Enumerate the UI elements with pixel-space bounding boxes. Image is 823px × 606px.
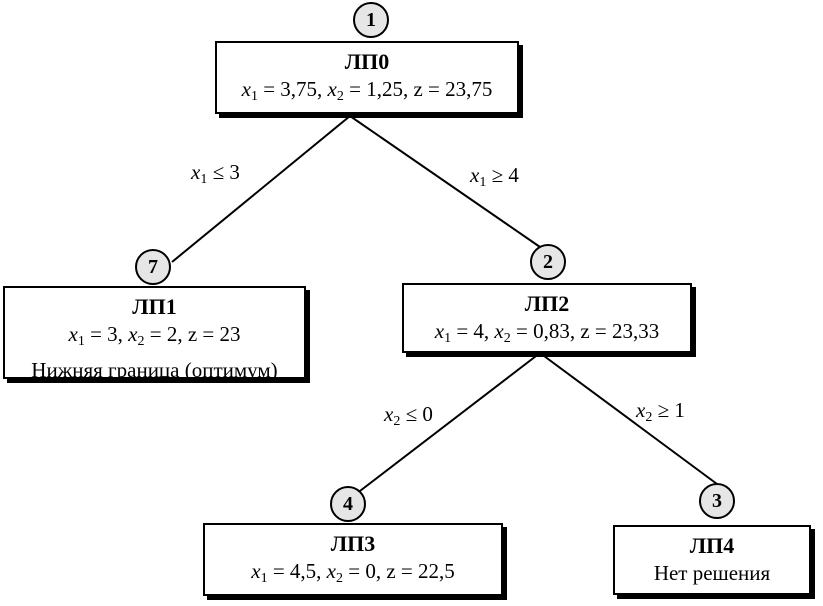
node-note: Нижняя граница (оптимум) [31,358,278,382]
branch-label-lp2-lp4: x2 ≥ 1 [636,398,685,425]
node-title: ЛП3 [330,531,376,556]
node-title: ЛП4 [689,533,735,558]
node-title: ЛП1 [132,294,177,319]
branch-label-lp0-lp1: x1 ≤ 3 [191,160,240,187]
node-lp4: ЛП4 Нет решения [613,525,811,595]
node-order-badge: 1 [353,2,389,38]
edge-lp2-lp3 [355,352,541,495]
edge-lp2-lp4 [539,352,718,485]
node-note: Нет решения [653,561,771,585]
node-order-badge: 4 [330,486,366,522]
edge-lp0-lp2 [349,115,541,248]
branch-label-lp0-lp2: x1 ≥ 4 [470,163,519,190]
node-solution: x1 = 3,75, x2 = 1,25, z = 23,75 [241,77,493,104]
edge-lp0-lp1 [171,115,351,263]
node-solution: x1 = 4,5, x2 = 0, z = 22,5 [251,559,455,586]
node-solution: x1 = 3, x2 = 2, z = 23 [68,322,241,349]
node-solution: x1 = 4, x2 = 0,83, z = 23,33 [434,319,660,346]
node-order-badge: 3 [699,483,735,519]
node-title: ЛП0 [344,49,390,74]
node-lp1: ЛП1 x1 = 3, x2 = 2, z = 23 Нижняя границ… [3,286,306,382]
node-title: ЛП2 [524,291,570,316]
node-lp3: ЛП3 x1 = 4,5, x2 = 0, z = 22,5 [203,523,503,596]
node-lp0: ЛП0 x1 = 3,75, x2 = 1,25, z = 23,75 [215,41,519,114]
node-order-badge: 2 [530,244,566,280]
branch-label-lp2-lp3: x2 ≤ 0 [384,402,433,429]
node-lp2: ЛП2 x1 = 4, x2 = 0,83, z = 23,33 [402,283,692,353]
node-order-badge: 7 [135,249,171,285]
